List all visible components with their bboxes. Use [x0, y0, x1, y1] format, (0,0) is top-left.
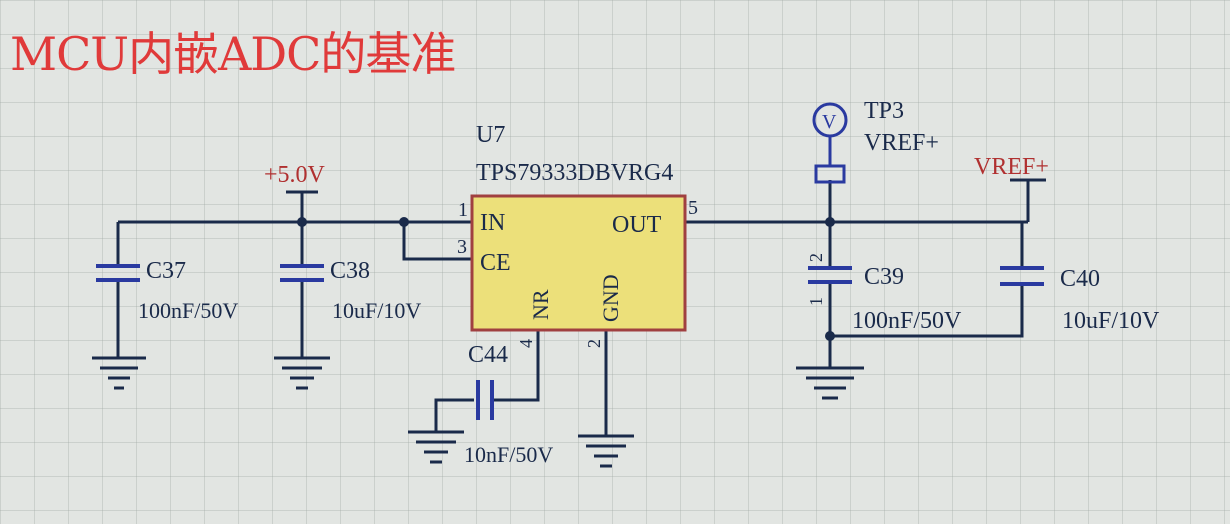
- page-title: MCU内嵌ADC的基准: [10, 27, 456, 81]
- power-input-label: +5.0V: [264, 162, 326, 188]
- testpoint-ref: TP3: [864, 98, 904, 124]
- junctions: [297, 217, 835, 341]
- capacitor-c44: [476, 380, 494, 420]
- capacitor-c39: [808, 266, 852, 284]
- power-vref-label: VREF+: [974, 154, 1049, 180]
- c40-ref: C40: [1060, 266, 1100, 292]
- ic-u7: U7 TPS79333DBVRG4 IN 1 CE 3 OUT 5 NR 4 G…: [457, 122, 698, 348]
- capacitor-c38: [280, 264, 324, 282]
- pin-out-name: OUT: [612, 212, 662, 238]
- c37-ref: C37: [146, 258, 186, 284]
- wire-nr: [494, 330, 540, 402]
- ic-ref: U7: [476, 122, 505, 148]
- pin-gnd-name: GND: [598, 274, 623, 322]
- ground-output: [796, 366, 864, 400]
- pin-gnd-num: 2: [584, 339, 604, 348]
- wire-c40-bottom: [830, 284, 1024, 338]
- pin-nr-name: NR: [528, 289, 553, 320]
- c39-pin-bottom: 1: [806, 297, 826, 306]
- junction-tp3: [825, 217, 835, 227]
- c40-value: 10uF/10V: [1062, 308, 1160, 334]
- c39-pin-top: 2: [806, 253, 826, 262]
- ic-body: [470, 194, 687, 332]
- wire-ce-tie: [402, 222, 472, 261]
- ground-c38: [274, 356, 330, 390]
- capacitor-c37: [96, 264, 140, 282]
- ic-part: TPS79333DBVRG4: [476, 160, 673, 186]
- testpoint-net: VREF+: [864, 130, 939, 156]
- pin-out-num: 5: [688, 197, 698, 219]
- ground-c44: [408, 430, 464, 464]
- pin-in-num: 1: [458, 199, 468, 221]
- c38-value: 10uF/10V: [332, 298, 421, 323]
- c44-ref: C44: [468, 342, 508, 368]
- pin-ce-num: 3: [457, 236, 467, 258]
- c39-value: 100nF/50V: [852, 308, 962, 334]
- power-port-input: +5.0V: [264, 162, 326, 194]
- wire-c44-gnd: [434, 398, 474, 432]
- c39-ref: C39: [864, 264, 904, 290]
- pin-ce-name: CE: [480, 250, 511, 276]
- ground-c37: [92, 356, 146, 390]
- pin-in-name: IN: [480, 210, 505, 236]
- testpoint-tp3: V TP3 VREF+: [812, 98, 939, 184]
- c38-ref: C38: [330, 258, 370, 284]
- c44-value: 10nF/50V: [464, 442, 553, 467]
- testpoint-symbol: V: [822, 111, 837, 133]
- power-port-vref: VREF+: [974, 154, 1049, 182]
- c37-value: 100nF/50V: [138, 298, 238, 323]
- capacitor-c40: [1000, 266, 1044, 286]
- junction-c39-bottom: [825, 331, 835, 341]
- junction-c38: [297, 217, 307, 227]
- pin-nr-num: 4: [516, 339, 536, 348]
- junction-ce: [399, 217, 409, 227]
- wires: [116, 180, 1030, 436]
- ground-ic: [578, 434, 634, 468]
